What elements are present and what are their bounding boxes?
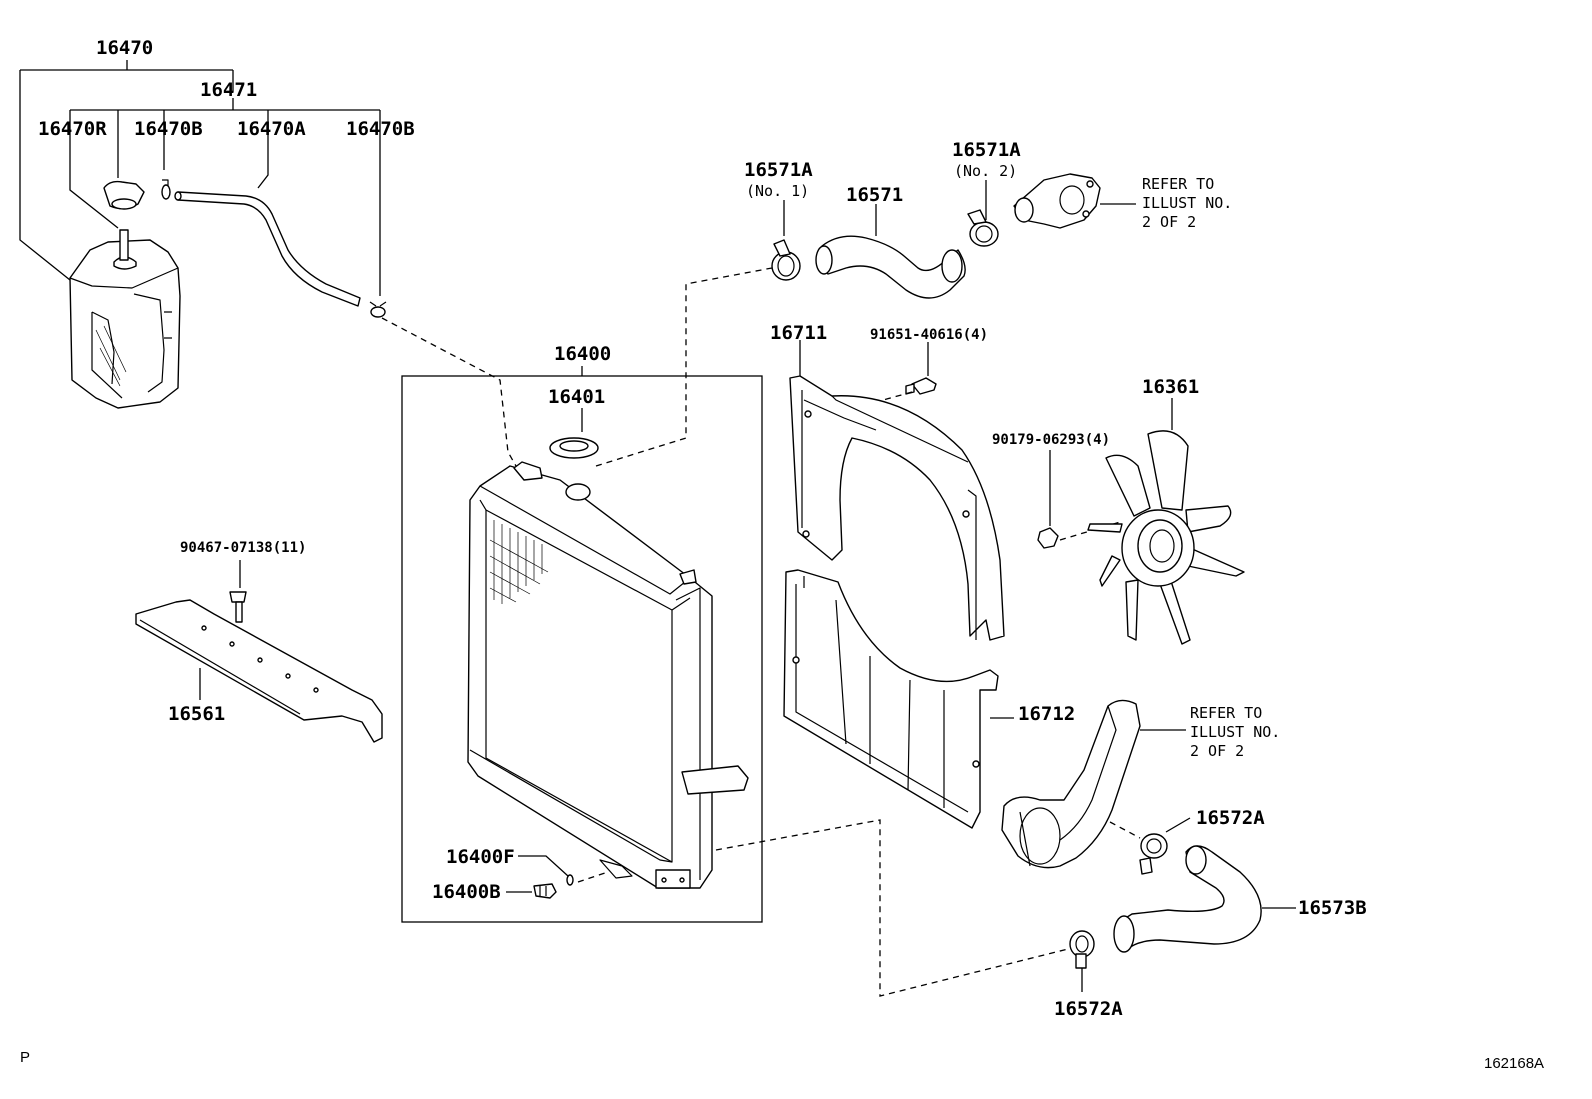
- callout-16470: 16470: [96, 37, 153, 59]
- fan-shroud-lower-illustration: [783, 569, 999, 829]
- clamp-no2-illustration: [967, 209, 999, 247]
- reservoir-tank-group: 16470 16471 16470R 16470B 16470A 16470B: [19, 37, 415, 409]
- illustration-id: 162168A: [1484, 1055, 1544, 1072]
- lower-hose-group: REFER TO ILLUST NO. 2 OF 2 16572A 16573B…: [1001, 699, 1367, 1020]
- refer-bottom-line1: REFER TO: [1190, 704, 1262, 722]
- callout-16571a-no1: 16571A: [744, 159, 813, 181]
- callout-16571a-no1-note: (No. 1): [746, 182, 809, 200]
- radiator-cap-illustration: [549, 437, 599, 459]
- lower-hose-illustration: [1113, 845, 1262, 953]
- refer-top-line3: 2 OF 2: [1142, 213, 1196, 231]
- callout-16361: 16361: [1142, 376, 1199, 398]
- corner-mark-left: P: [20, 1049, 30, 1066]
- callout-16470b-left: 16470B: [134, 118, 203, 140]
- radiator-illustration: [467, 461, 749, 889]
- radiator-group: 16400 16401: [401, 267, 773, 923]
- callout-16470r: 16470R: [38, 118, 107, 140]
- inlet-hose-illustration: [815, 235, 966, 299]
- fan-group: 16361 90179-06293(4): [992, 376, 1245, 645]
- refer-top-line2: ILLUST NO.: [1142, 194, 1232, 212]
- callout-16571a-no2: 16571A: [952, 139, 1021, 161]
- callout-91651-40616: 91651-40616(4): [870, 327, 988, 343]
- clamp-lower-upper-illustration: [1139, 833, 1168, 875]
- callout-16711: 16711: [770, 322, 827, 344]
- callout-16400: 16400: [554, 343, 611, 365]
- lower-support-illustration: [135, 599, 383, 743]
- lower-water-inlet-illustration: [1001, 699, 1141, 869]
- callout-16400f: 16400F: [446, 846, 515, 868]
- clip-left-illustration: [161, 179, 171, 200]
- callout-16573b: 16573B: [1298, 897, 1367, 919]
- drain-cock-plug-illustration: [533, 883, 557, 899]
- refer-bottom-line3: 2 OF 2: [1190, 742, 1244, 760]
- callout-90179-06293: 90179-06293(4): [992, 432, 1110, 448]
- callout-16400b: 16400B: [432, 881, 501, 903]
- reservoir-tank-illustration: [69, 180, 181, 409]
- inlet-hose-group: 16571A (No. 1) 16571 16571A (No. 2) REFE…: [744, 139, 1232, 299]
- callout-16470b-right: 16470B: [346, 118, 415, 140]
- water-outlet-illustration: [1013, 173, 1101, 229]
- callout-16572a-lower: 16572A: [1054, 998, 1123, 1020]
- callout-16572a-upper: 16572A: [1196, 807, 1265, 829]
- lower-support-group: 90467-07138(11) 16561: [135, 540, 383, 743]
- callout-16401: 16401: [548, 386, 605, 408]
- clamp-no1-illustration: [771, 239, 801, 281]
- callout-90467-07138: 90467-07138(11): [180, 540, 306, 556]
- callout-16712: 16712: [1018, 703, 1075, 725]
- refer-top-line1: REFER TO: [1142, 175, 1214, 193]
- fan-nut-illustration: [1037, 527, 1059, 549]
- cooling-fan-illustration: [1087, 430, 1245, 645]
- fan-shroud-upper-illustration: [789, 375, 1005, 641]
- drain-o-ring-illustration: [566, 874, 574, 886]
- callout-16471: 16471: [200, 79, 257, 101]
- callout-16561: 16561: [168, 703, 225, 725]
- clip-right-illustration: [369, 301, 387, 318]
- support-screw-illustration: [229, 591, 247, 623]
- shroud-bolt-illustration: [905, 377, 937, 395]
- clamp-lower-lower-illustration: [1069, 930, 1095, 969]
- callout-16571: 16571: [846, 184, 903, 206]
- callout-16470a: 16470A: [237, 118, 306, 140]
- fan-shroud-group: 16711 91651-40616(4) 16712: [770, 322, 1075, 829]
- callout-16571a-no2-note: (No. 2): [954, 162, 1017, 180]
- overflow-hose-illustration: [174, 191, 361, 307]
- refer-bottom-line2: ILLUST NO.: [1190, 723, 1280, 741]
